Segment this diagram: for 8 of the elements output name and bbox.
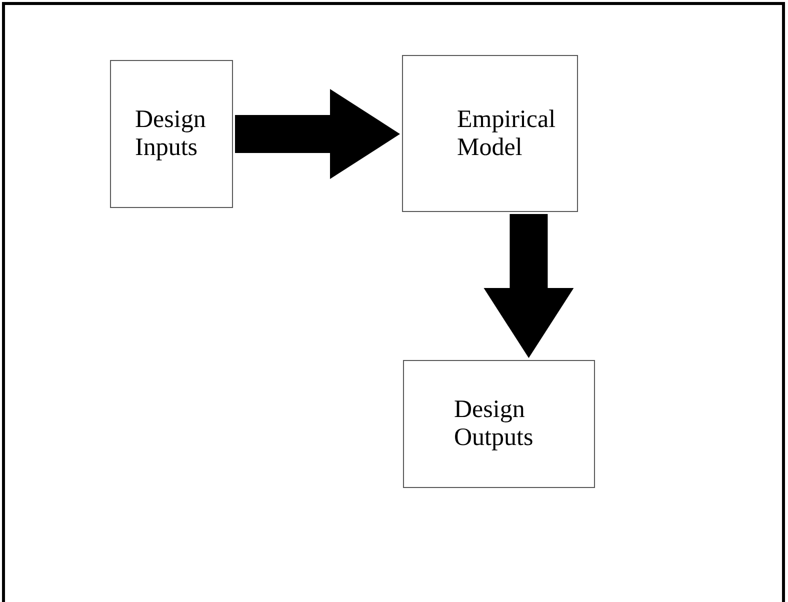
box-label: Design Inputs	[135, 106, 207, 162]
box-label: Empirical Model	[457, 106, 557, 162]
process-box	[403, 360, 595, 488]
block-arrow	[484, 214, 574, 358]
process-box	[110, 60, 233, 208]
box-label: Design Outputs	[454, 396, 534, 452]
block-arrow	[235, 89, 400, 179]
process-box	[402, 55, 578, 212]
